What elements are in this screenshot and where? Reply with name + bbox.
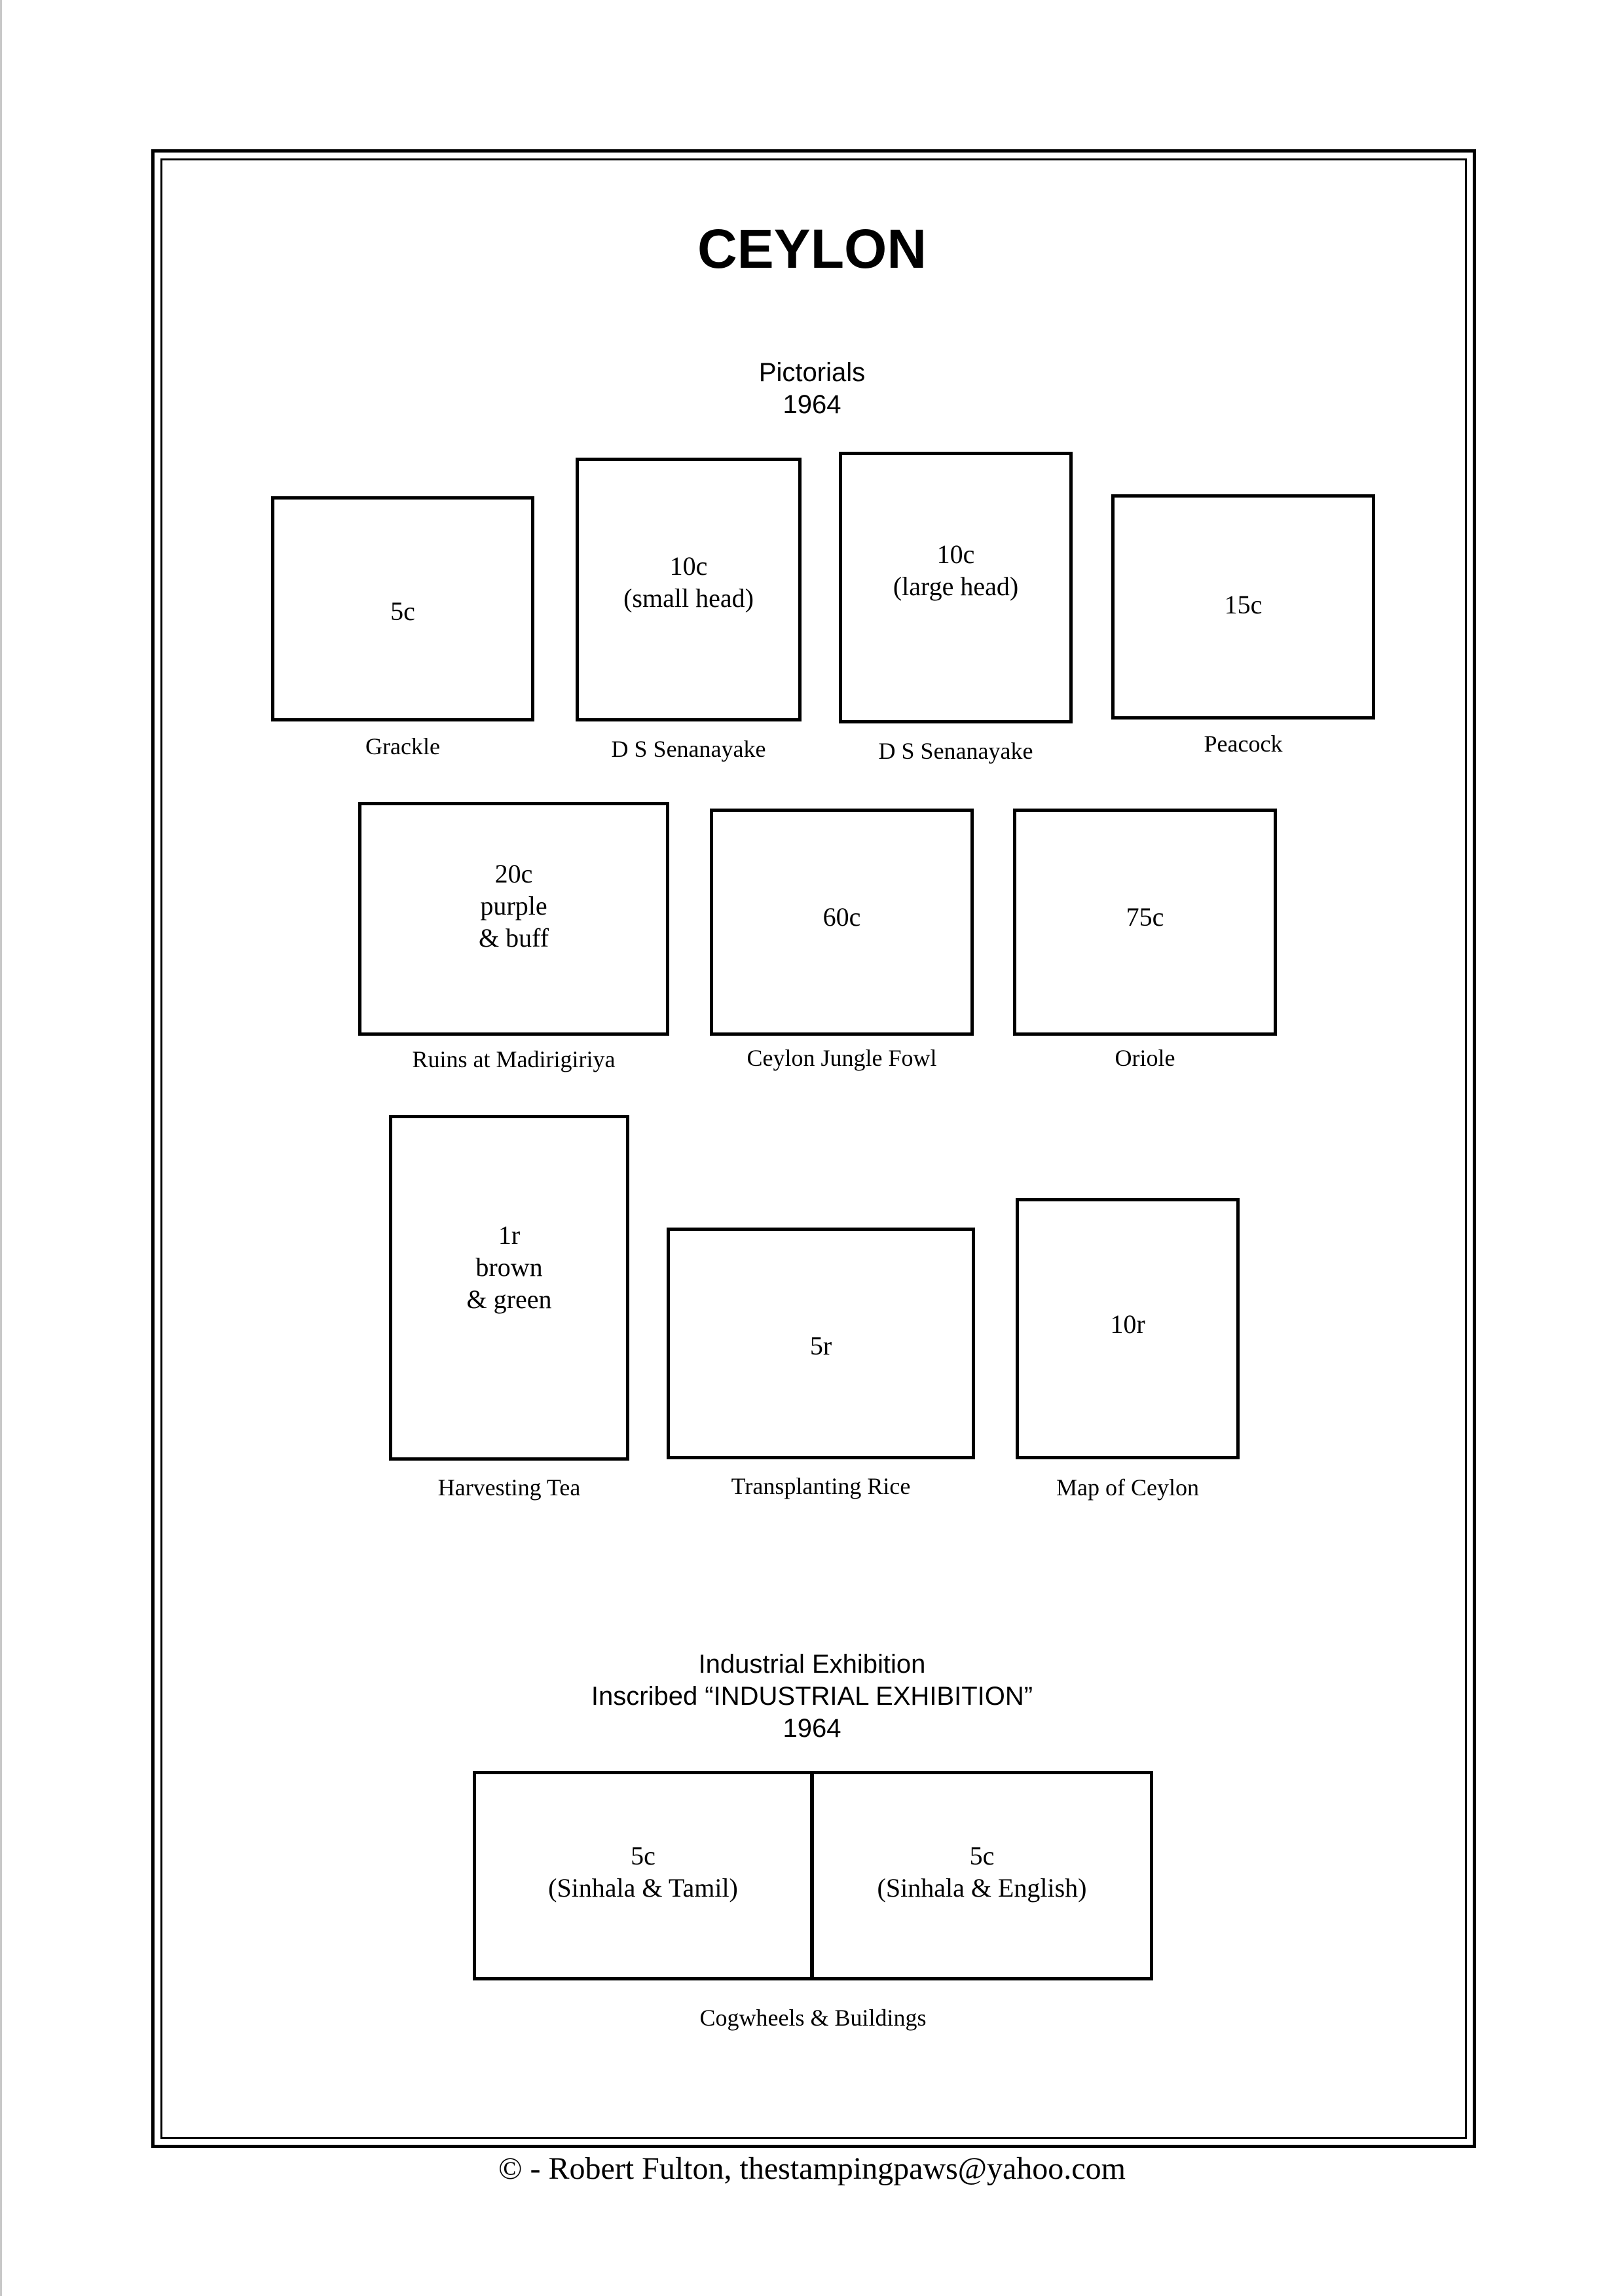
stamp-box-10r: 10r: [1016, 1198, 1240, 1459]
stamp-caption: Peacock: [1204, 731, 1283, 757]
stamp-value: 5c: [390, 596, 415, 626]
section-heading-industrial-exhibition: Industrial Exhibition Inscribed “INDUSTR…: [591, 1650, 1033, 1743]
stamp-box-5c-sinhala-tamil: 5c (Sinhala & Tamil): [476, 1774, 810, 1977]
copyright-footer: © - Robert Fulton, thestampingpaws@yahoo…: [498, 2151, 1126, 2186]
stamp-value: 75c: [1126, 902, 1164, 932]
stamp-value: 5r: [809, 1330, 832, 1360]
stamp-box-15c: 15c: [1111, 494, 1375, 720]
stamp-value: 5c (Sinhala & Tamil): [548, 1841, 738, 1903]
stamp-box-5r: 5r: [667, 1228, 975, 1459]
page-border-inner: [160, 158, 1467, 2139]
stamp-value: 10c (large head): [893, 539, 1019, 601]
stamp-caption: Oriole: [1115, 1045, 1175, 1071]
stamp-value: 5c (Sinhala & English): [877, 1841, 1087, 1903]
stamp-caption: Transplanting Rice: [731, 1473, 911, 1499]
stamp-caption: Map of Ceylon: [1056, 1474, 1199, 1501]
stamp-value: 1r brown & green: [466, 1220, 552, 1314]
stamp-caption: Harvesting Tea: [437, 1474, 581, 1501]
page-edge: [0, 0, 2, 2296]
stamp-value: 10r: [1110, 1309, 1145, 1339]
stamp-caption: Ceylon Jungle Fowl: [747, 1045, 937, 1071]
stamp-caption: D S Senanayake: [611, 736, 766, 762]
stamp-caption: Ruins at Madirigiriya: [412, 1046, 616, 1072]
stamp-caption: D S Senanayake: [878, 738, 1033, 764]
stamp-caption: Cogwheels & Buildings: [699, 2005, 927, 2031]
section-heading-pictorials: Pictorials 1964: [758, 358, 866, 419]
stamp-box-20c: 20c purple & buff: [358, 802, 669, 1036]
page-border-outer: [151, 149, 1476, 2148]
stamp-box-75c: 75c: [1013, 809, 1277, 1036]
stamp-box-1r: 1r brown & green: [389, 1115, 629, 1461]
stamp-value: 15c: [1224, 589, 1263, 619]
stamp-caption: Grackle: [365, 733, 440, 759]
stamp-box-10c-small-head: 10c (small head): [576, 458, 802, 721]
stamp-box-10c-large-head: 10c (large head): [839, 452, 1073, 723]
stamp-value: 60c: [822, 902, 861, 932]
stamp-pair-divider: [810, 1771, 814, 1980]
stamp-box-5c: 5c: [271, 496, 534, 721]
stamp-box-60c: 60c: [710, 809, 974, 1036]
stamp-value: 20c purple & buff: [478, 859, 549, 953]
page-title: CEYLON: [697, 218, 927, 280]
stamp-box-5c-sinhala-english: 5c (Sinhala & English): [814, 1774, 1150, 1977]
stamp-value: 10c (small head): [623, 551, 754, 613]
